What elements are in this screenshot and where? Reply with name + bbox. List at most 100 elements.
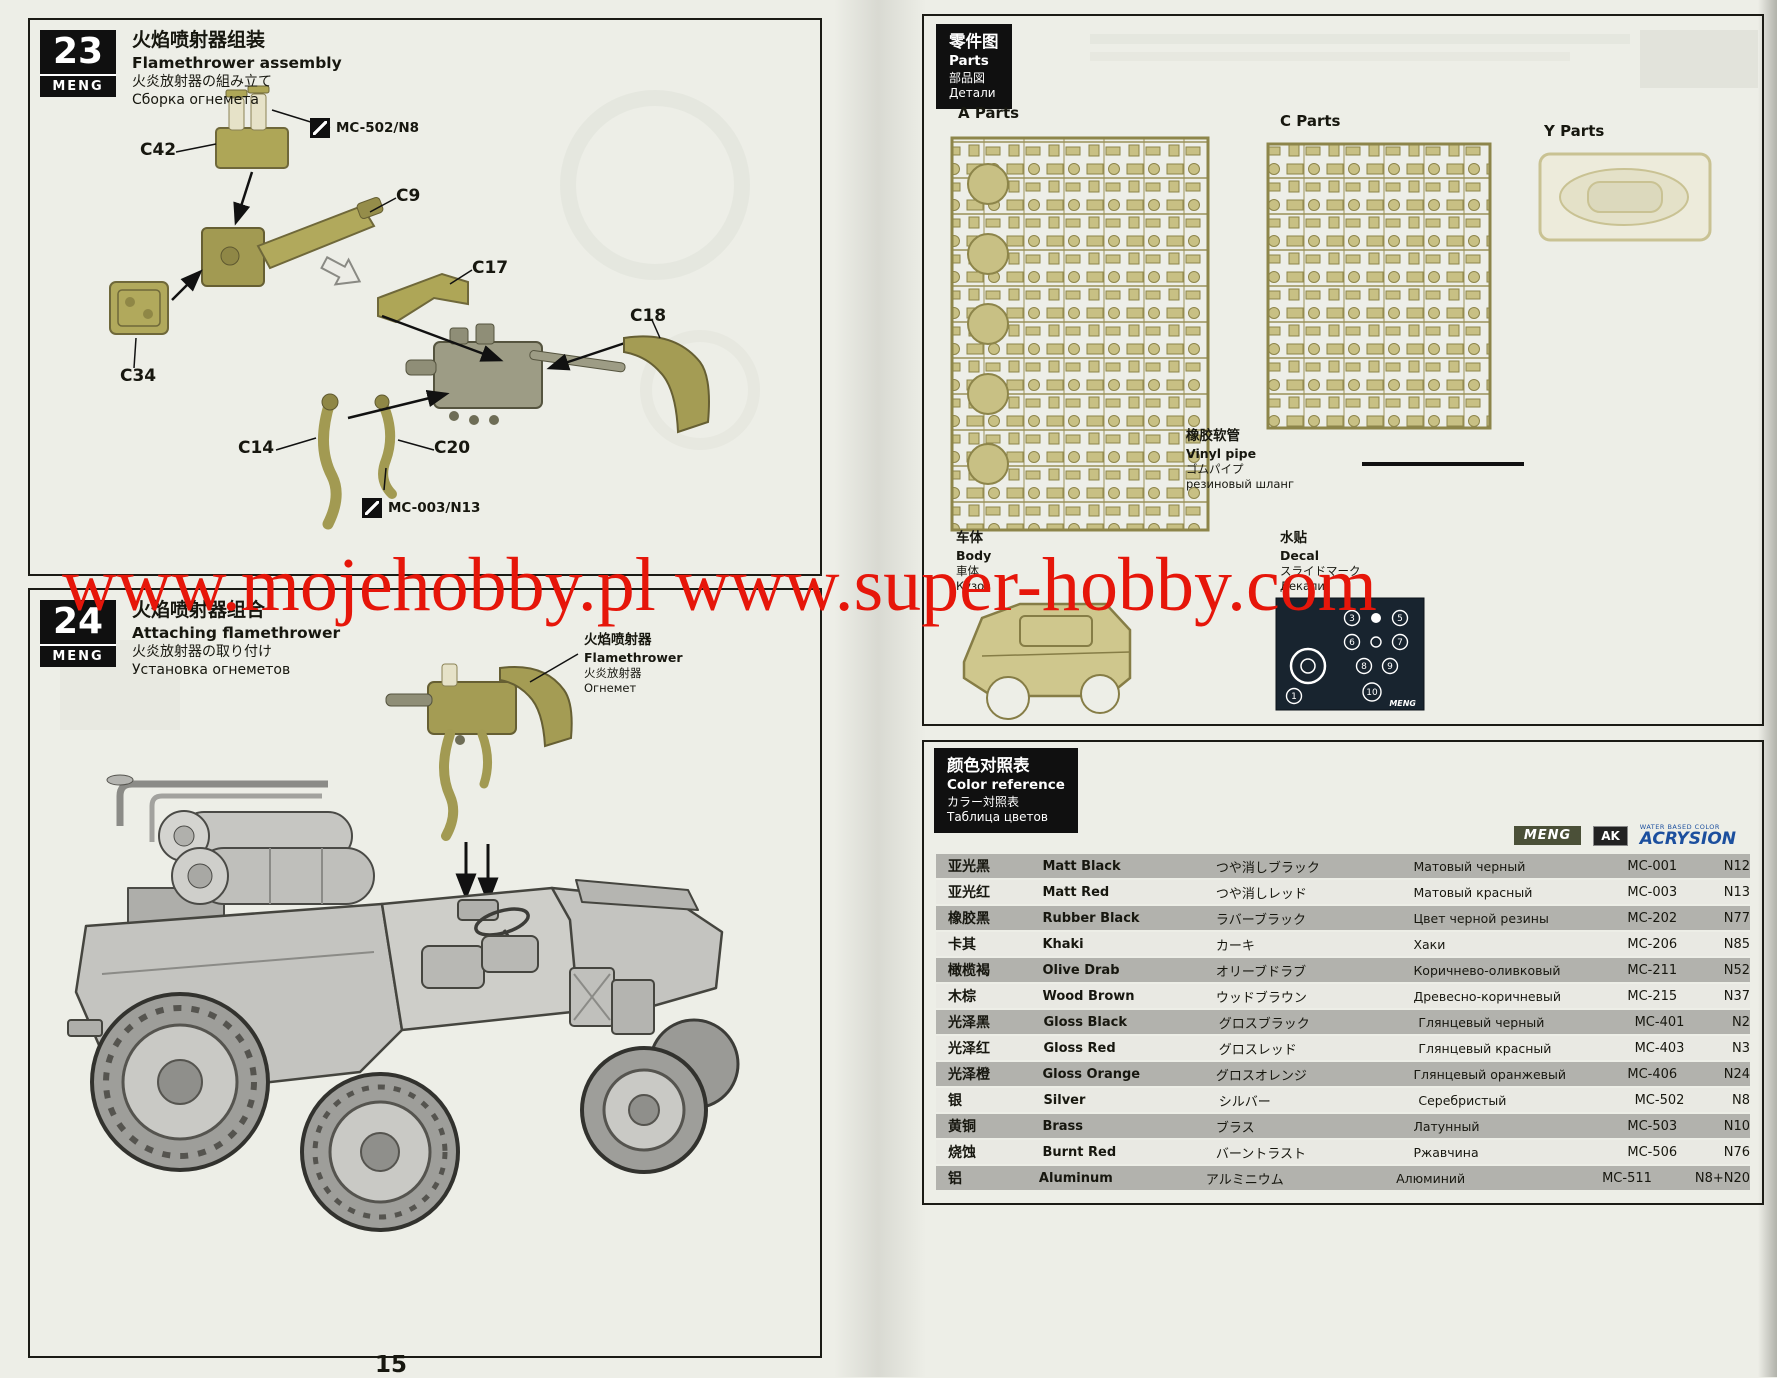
color-n-code: N76 bbox=[1723, 1144, 1750, 1160]
color-en: Brass bbox=[1042, 1118, 1084, 1134]
color-ru: Хаки bbox=[1413, 936, 1446, 952]
paint-code: MC-003/N13 bbox=[388, 500, 481, 516]
paint-callout-mc003: MC-003/N13 bbox=[362, 498, 480, 518]
color-n-code: N77 bbox=[1723, 910, 1750, 926]
color-n-code: N8+N20 bbox=[1694, 1170, 1751, 1186]
color-ref-ja: カラー対照表 bbox=[947, 794, 1020, 809]
color-mc-code: MC-503 bbox=[1627, 1118, 1678, 1134]
meng-logo: MENG bbox=[52, 79, 104, 94]
color-ru: Древесно-коричневый bbox=[1413, 988, 1561, 1004]
color-zh: 黄铜 bbox=[948, 1119, 976, 1135]
color-mc-code: MC-403 bbox=[1634, 1040, 1685, 1056]
color-ru: Глянцевый оранжевый bbox=[1413, 1066, 1567, 1082]
wheel bbox=[580, 1046, 708, 1174]
color-n-code: N2 bbox=[1731, 1014, 1750, 1030]
step-title-zh: 火焰喷射器组装 bbox=[132, 29, 266, 51]
color-en: Gloss Orange bbox=[1042, 1066, 1141, 1082]
color-n-code: N8 bbox=[1731, 1092, 1750, 1108]
paint-brush-icon bbox=[310, 118, 330, 138]
color-ja: ブラス bbox=[1215, 1120, 1255, 1136]
acrysion-name: ACRYSION bbox=[1639, 828, 1736, 849]
flamethrower-assembled bbox=[385, 663, 573, 841]
color-zh: 光泽黑 bbox=[948, 1015, 990, 1031]
callout-ru: Огнемет bbox=[584, 681, 637, 696]
decal-number: 10 bbox=[1366, 688, 1378, 698]
part-label-c18: C18 bbox=[630, 306, 667, 326]
step24-titles: 火焰喷射器组合 Attaching flamethrower 火炎放射器の取り付… bbox=[132, 598, 340, 679]
color-mc-code: MC-511 bbox=[1602, 1170, 1652, 1186]
color-ja: アルミニウム bbox=[1205, 1172, 1284, 1188]
sprue-c bbox=[1266, 142, 1492, 430]
step24-badge: 24 MENG bbox=[40, 600, 116, 667]
flamethrower-callout: 火焰喷射器 Flamethrower 火炎放射器 Огнемет bbox=[584, 632, 683, 697]
paint-code: MC-502/N8 bbox=[336, 120, 420, 136]
step24-panel bbox=[28, 588, 822, 1358]
color-mc-code: MC-406 bbox=[1627, 1066, 1678, 1082]
color-en: Gloss Red bbox=[1043, 1040, 1116, 1056]
part-c17 bbox=[377, 272, 469, 324]
decal-ru: Декали bbox=[1280, 579, 1325, 594]
step-title-ja: 火炎放射器の組み立て bbox=[132, 73, 272, 90]
color-ja: オリーブドラブ bbox=[1215, 964, 1307, 980]
sprue-y bbox=[1538, 152, 1712, 242]
body-ru: Кузов bbox=[956, 579, 991, 594]
color-mc-code: MC-206 bbox=[1627, 936, 1678, 952]
parts-header: 零件图 Parts 部品図 Детали bbox=[936, 24, 1012, 110]
step24-diagram bbox=[67, 653, 740, 1232]
color-zh: 亚光红 bbox=[948, 885, 990, 901]
step-number: 23 bbox=[40, 30, 116, 76]
color-mc-code: MC-202 bbox=[1627, 910, 1678, 926]
color-zh: 亚光黑 bbox=[948, 859, 990, 875]
color-ja: ラバーブラック bbox=[1215, 912, 1306, 928]
color-mc-code: MC-401 bbox=[1634, 1014, 1685, 1030]
color-ru: Глянцевый черный bbox=[1418, 1014, 1545, 1030]
color-en: Silver bbox=[1043, 1092, 1086, 1108]
body-en: Body bbox=[956, 547, 992, 563]
color-reference-header: 颜色对照表 Color reference カラー対照表 Таблица цве… bbox=[934, 748, 1078, 834]
part-label-c14: C14 bbox=[238, 438, 275, 458]
decal-number: 3 bbox=[1349, 614, 1355, 624]
flamethrower-body bbox=[405, 323, 626, 425]
paint-brand-logos: MENG AK WATER BASED COLOR ACRYSION bbox=[1513, 824, 1736, 849]
color-ru: Коричнево-оливковый bbox=[1413, 962, 1561, 978]
part-label-c9: C9 bbox=[396, 186, 421, 206]
step-title-zh: 火焰喷射器组合 bbox=[132, 599, 266, 621]
parts-header-zh: 零件图 bbox=[949, 32, 999, 51]
decal-label: 水贴 Decal スライドマーク Декали bbox=[1280, 530, 1361, 595]
color-ref-en: Color reference bbox=[947, 776, 1065, 793]
decal-sheet: 1 3 5 6 7 8 9 10 MENG bbox=[1275, 597, 1425, 711]
color-ru: Цвет черной резины bbox=[1413, 910, 1549, 926]
color-ja: ウッドブラウン bbox=[1215, 990, 1307, 1006]
decal-number: 9 bbox=[1387, 662, 1393, 672]
color-en: Olive Drab bbox=[1042, 962, 1120, 978]
color-n-code: N85 bbox=[1723, 936, 1750, 952]
parts-header-en: Parts bbox=[949, 52, 989, 69]
color-ru: Матовый черный bbox=[1413, 858, 1526, 874]
part-label-c20: C20 bbox=[434, 438, 471, 458]
color-ja: カーキ bbox=[1215, 938, 1255, 954]
step-title-en: Flamethrower assembly bbox=[132, 53, 342, 72]
step-title-ru: Сборка огнемета bbox=[132, 92, 259, 109]
part-label-c17: C17 bbox=[472, 258, 509, 278]
color-n-code: N52 bbox=[1723, 962, 1750, 978]
part-label-c42: C42 bbox=[140, 140, 177, 160]
color-mc-code: MC-003 bbox=[1627, 884, 1678, 900]
color-ja: グロスブラック bbox=[1218, 1016, 1310, 1032]
part-c9 bbox=[201, 197, 384, 287]
color-ja: バーントラスト bbox=[1215, 1146, 1306, 1162]
callout-ja: 火炎放射器 bbox=[584, 666, 642, 681]
decal-en: Decal bbox=[1280, 547, 1319, 563]
step-title-ru: Установка огнеметов bbox=[132, 662, 291, 679]
part-c14 bbox=[317, 393, 342, 530]
vinyl-ru: резиновый шланг bbox=[1186, 477, 1294, 492]
